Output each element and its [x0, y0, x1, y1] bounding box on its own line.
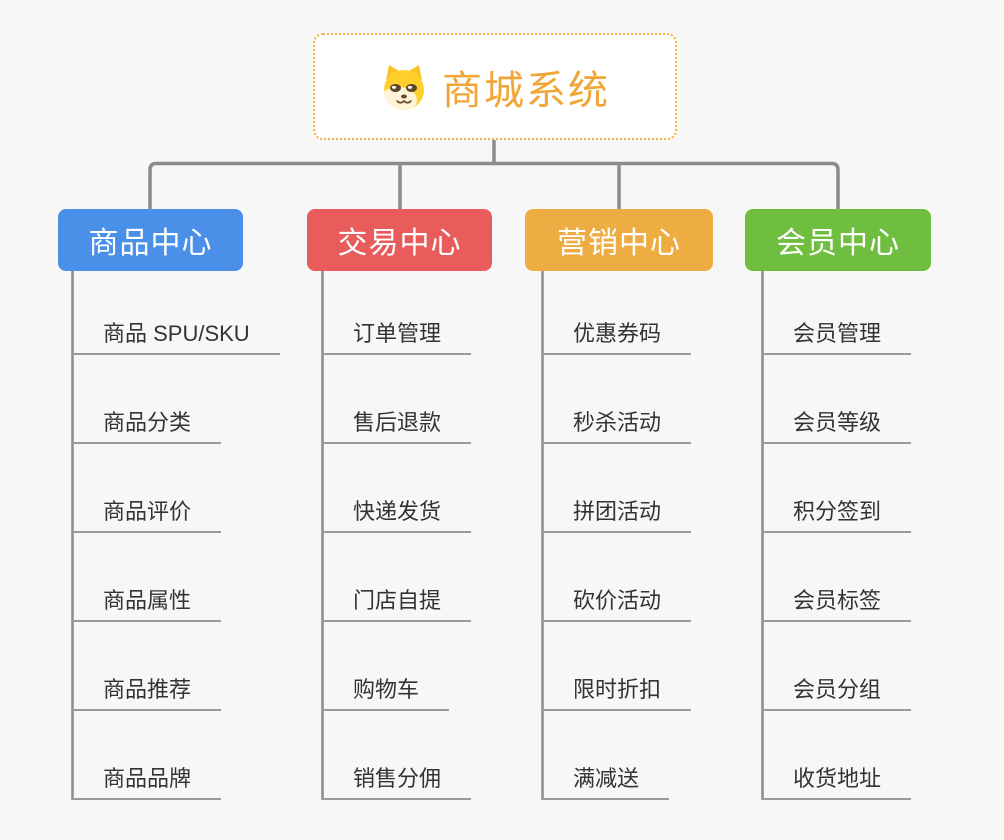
leaf-item[interactable]: 会员等级 [762, 406, 912, 444]
leaf-item[interactable]: 销售分佣 [322, 762, 472, 800]
leaf-item[interactable]: 商品属性 [72, 584, 222, 622]
branch-label: 商品中心 [88, 227, 213, 260]
leaf-item[interactable]: 收货地址 [762, 762, 912, 800]
leaf-item[interactable]: 商品推荐 [72, 673, 222, 711]
leaf-item[interactable]: 快递发货 [322, 495, 472, 533]
leaf-item[interactable]: 秒杀活动 [542, 406, 692, 444]
branch-marketing-center[interactable]: 营销中心 [525, 209, 713, 271]
leaf-item[interactable]: 积分签到 [762, 495, 912, 533]
leaf-item[interactable]: 拼团活动 [542, 495, 692, 533]
leaf-item[interactable]: 商品品牌 [72, 762, 222, 800]
leaf-item[interactable]: 砍价活动 [542, 584, 692, 622]
leaf-item[interactable]: 会员标签 [762, 584, 912, 622]
branch-label: 会员中心 [776, 227, 900, 260]
leaf-item[interactable]: 售后退款 [322, 406, 472, 444]
leaf-item[interactable]: 优惠券码 [542, 317, 692, 355]
leaf-item[interactable]: 商品 SPU/SKU [72, 317, 280, 355]
dog-face-icon [384, 64, 424, 110]
leaf-item[interactable]: 购物车 [322, 673, 450, 711]
leaf-item[interactable]: 限时折扣 [542, 673, 692, 711]
root-title: 商城系统 [442, 68, 610, 113]
leaf-item[interactable]: 商品分类 [72, 406, 222, 444]
root-node[interactable]: 商城系统 [313, 33, 677, 140]
leaf-item[interactable]: 满减送 [542, 762, 670, 800]
leaf-item[interactable]: 会员管理 [762, 317, 912, 355]
leaf-item[interactable]: 门店自提 [322, 584, 472, 622]
branch-product-center[interactable]: 商品中心 [58, 209, 243, 271]
leaf-item[interactable]: 订单管理 [322, 317, 472, 355]
branch-member-center[interactable]: 会员中心 [745, 209, 931, 271]
branch-label: 营销中心 [557, 227, 681, 260]
leaf-item[interactable]: 会员分组 [762, 673, 912, 711]
branch-label: 交易中心 [337, 227, 462, 260]
branch-trade-center[interactable]: 交易中心 [307, 209, 492, 271]
leaf-item[interactable]: 商品评价 [72, 495, 222, 533]
